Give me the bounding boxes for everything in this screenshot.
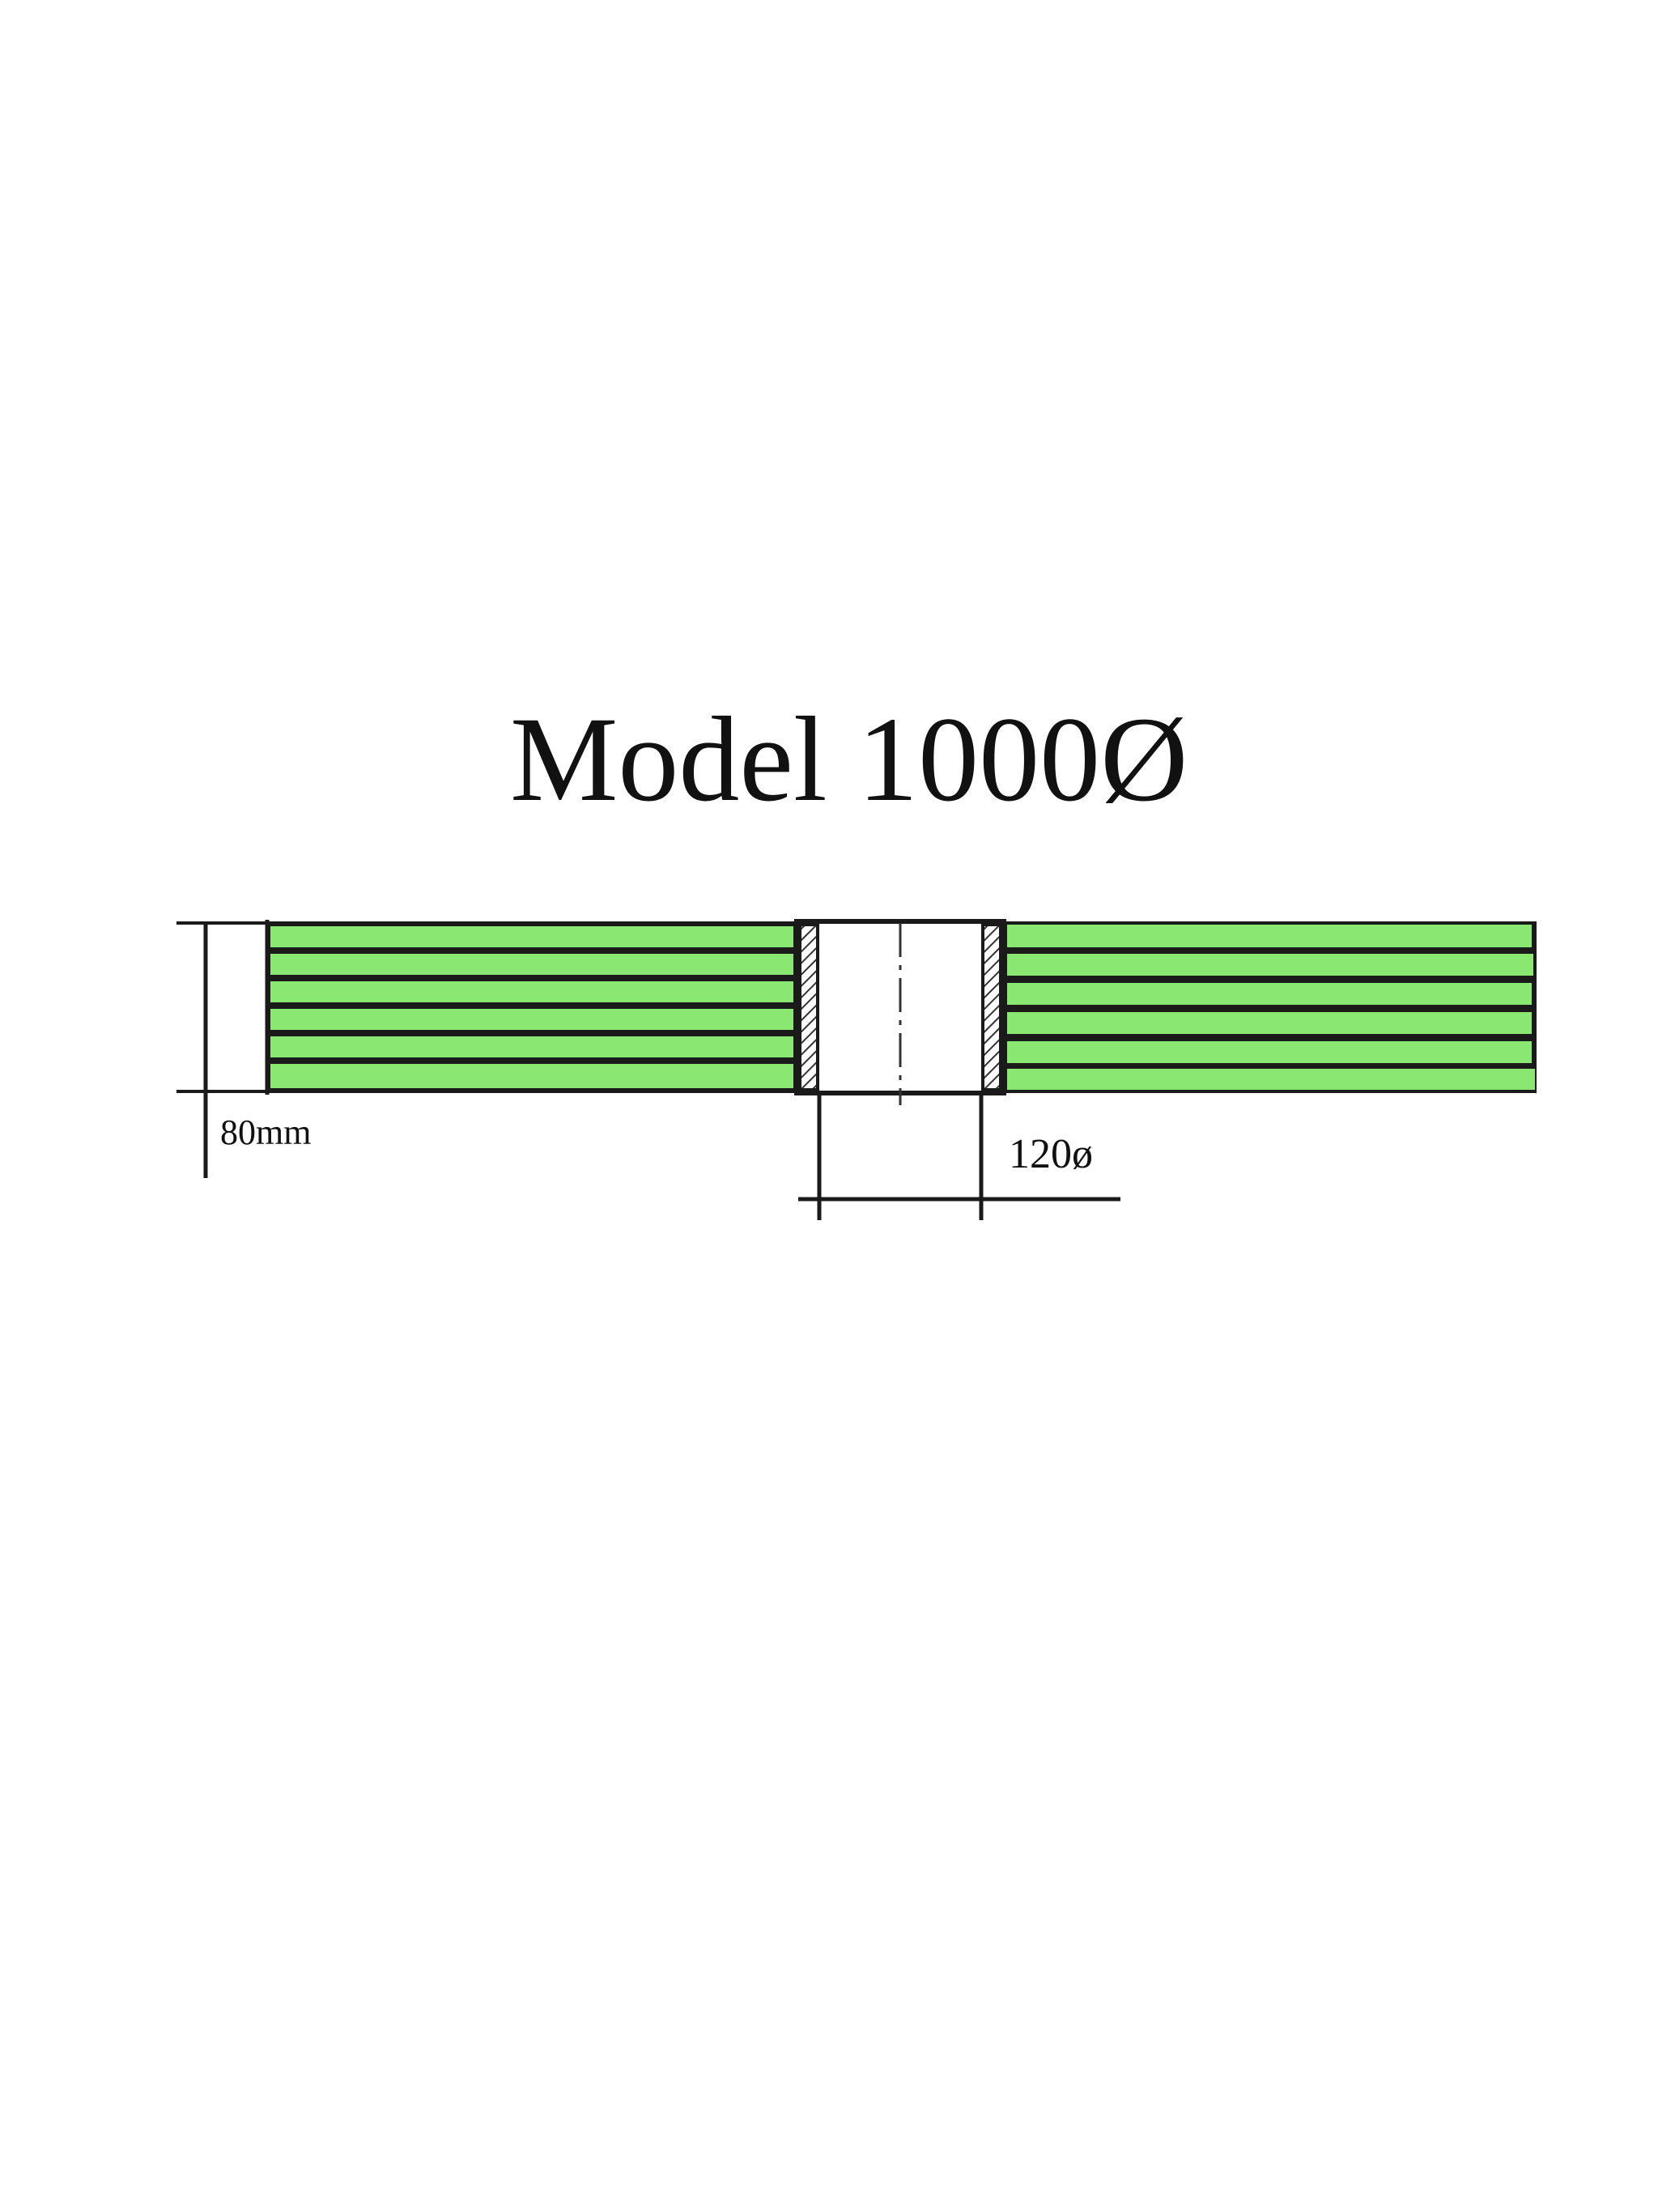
sleeve-wall-right (981, 923, 1002, 1091)
drawing-title: Model 1000Ø (510, 692, 1188, 827)
left-slab-layer (270, 1064, 793, 1088)
sleeve-wall-left (798, 923, 819, 1091)
left-slab-layer (270, 926, 793, 947)
right-slab-layer (1007, 1041, 1532, 1063)
left-slab-layer (270, 981, 793, 1002)
right-slab-layer (1007, 925, 1532, 947)
right-slab-layer (1007, 1069, 1535, 1090)
bore-label: 120ø (1009, 1131, 1093, 1177)
bore-dimension: 120ø (798, 1093, 1120, 1220)
center-sleeve (794, 919, 1006, 1105)
left-slab (265, 920, 795, 1095)
right-slab-layer (1007, 954, 1533, 976)
right-slab-layer (1007, 983, 1532, 1005)
right-slab-layer (1007, 1012, 1532, 1034)
left-slab-layer (270, 1009, 793, 1030)
thickness-label: 80mm (220, 1112, 311, 1152)
right-slab (1004, 921, 1537, 1093)
right-slab-body (1004, 921, 1537, 1093)
left-slab-layer (270, 1036, 793, 1057)
thickness-dimension: 80mm (176, 921, 363, 1178)
left-slab-layer (270, 954, 793, 975)
